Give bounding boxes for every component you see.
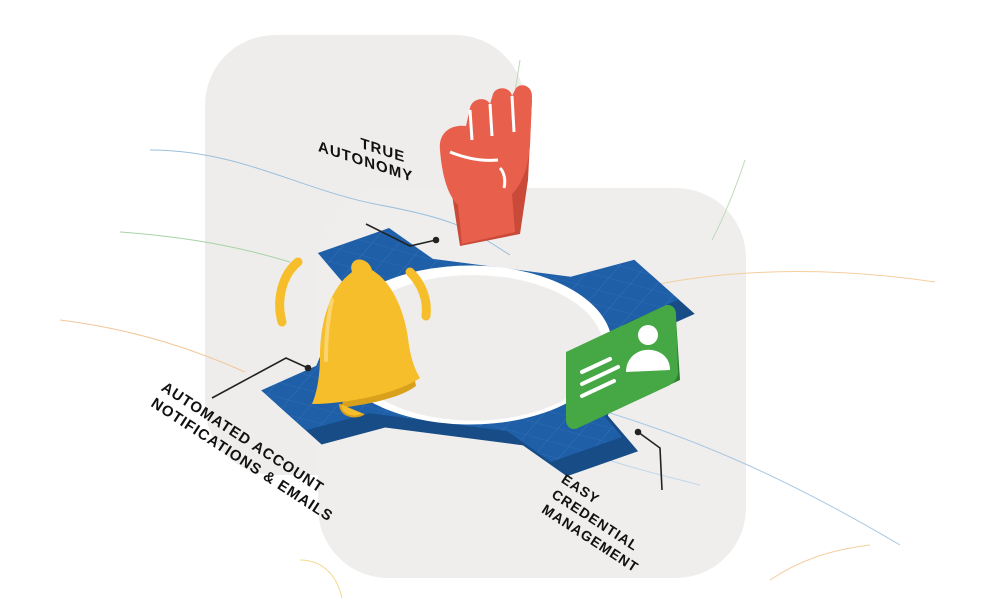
leader-dot-credential xyxy=(634,428,642,436)
id-card-icon xyxy=(566,304,680,430)
fist-finger-lines xyxy=(468,95,516,141)
bell-clapper xyxy=(339,403,365,418)
raised-fist-icon xyxy=(439,85,532,246)
card-text-lines xyxy=(580,357,620,398)
decor-line-orange-bottom xyxy=(769,544,871,581)
bell-ring-right xyxy=(405,267,431,321)
card-avatar-body xyxy=(626,349,670,372)
leader-dot-notifications xyxy=(304,364,312,372)
bell-ring-left xyxy=(275,257,303,327)
decor-line-green-right xyxy=(711,159,746,241)
bell-body xyxy=(312,259,420,404)
leader-credential xyxy=(637,431,663,491)
decor-line-yellow-bottom xyxy=(299,559,343,599)
fist-joint xyxy=(498,166,507,189)
decor-line-green xyxy=(119,231,291,263)
fist-thumb-line xyxy=(449,150,499,162)
callout-leaders xyxy=(211,223,663,491)
card-avatar-head xyxy=(638,325,658,345)
leader-dot-autonomy xyxy=(432,236,440,244)
leader-notifications xyxy=(211,357,309,399)
fist-face xyxy=(439,85,532,244)
leader-autonomy xyxy=(365,223,437,247)
decor-line-orange xyxy=(59,319,246,373)
decor-line-orange-right xyxy=(639,271,936,289)
decor-line-blue-right xyxy=(599,409,901,546)
bell-highlight xyxy=(324,298,334,362)
notification-bell-icon xyxy=(275,257,431,418)
